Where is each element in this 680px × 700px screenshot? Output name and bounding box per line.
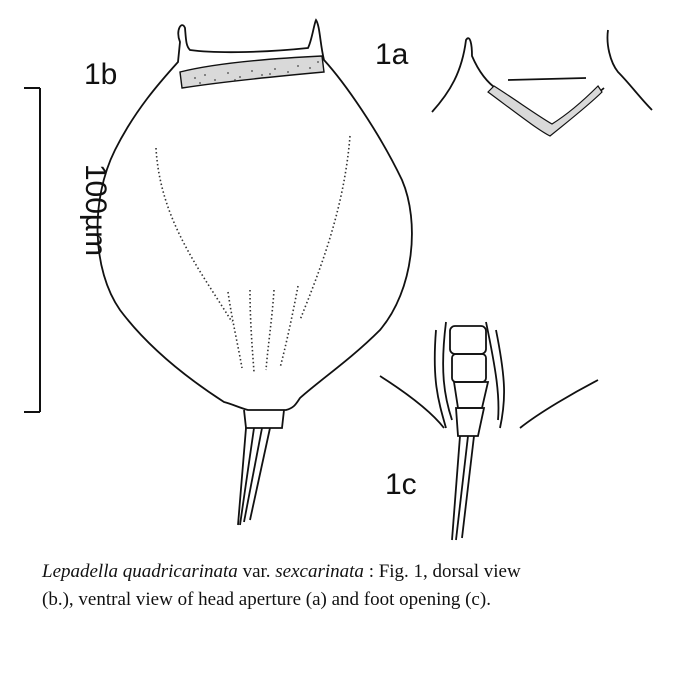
stipple-dots xyxy=(194,61,319,84)
rotifer-drawing xyxy=(24,18,653,541)
caption-species: Lepadella quadricarinata xyxy=(42,561,238,582)
scale-bar-label: 100µm xyxy=(79,163,112,257)
head-aperture-ventral-band xyxy=(487,85,603,137)
scale-bar xyxy=(24,87,41,413)
caption-variety: sexcarinata xyxy=(275,561,364,582)
foot-toes-dorsal xyxy=(237,409,285,526)
caption-var: var. xyxy=(237,561,276,582)
figure-label-1c: 1c xyxy=(385,468,417,501)
lorica-dorsal-view xyxy=(96,18,413,411)
caption-line-1: Lepadella quadricarinata var. sexcarinat… xyxy=(42,558,672,586)
caption-line1-rest: : Fig. 1, dorsal view xyxy=(363,561,521,582)
figure-caption: Lepadella quadricarinata var. sexcarinat… xyxy=(42,558,672,614)
caption-line-2: (b.), ventral view of head aperture (a) … xyxy=(42,589,491,610)
figure-label-1a: 1a xyxy=(375,38,409,71)
head-aperture-band xyxy=(179,55,325,89)
figure-label-1b: 1b xyxy=(84,58,118,91)
head-aperture-ventral xyxy=(431,29,653,134)
lorica-keels xyxy=(155,135,351,373)
foot-opening-ventral xyxy=(379,321,599,541)
